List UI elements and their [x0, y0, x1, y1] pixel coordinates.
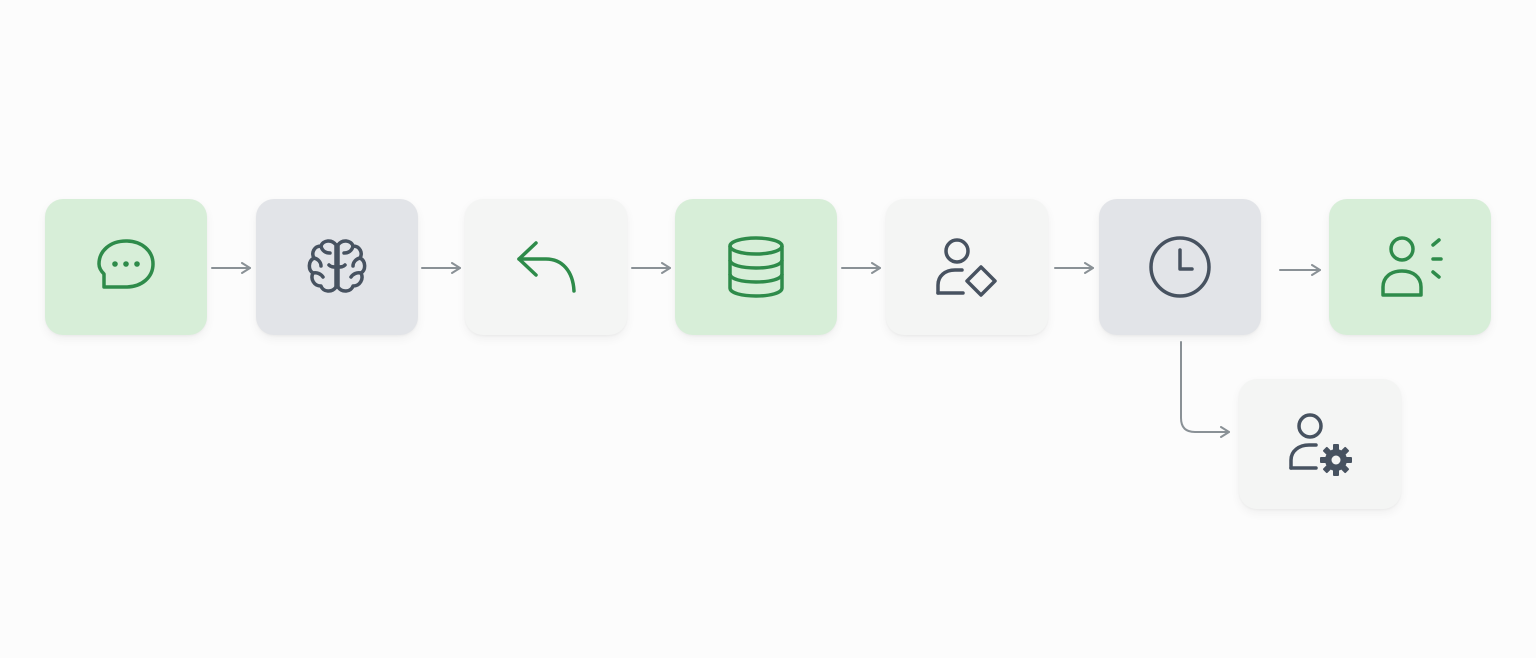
node-user-speaking[interactable]	[1329, 199, 1491, 335]
edge-n6-n8	[1180, 341, 1230, 438]
clock-icon	[1149, 236, 1211, 298]
node-chat[interactable]	[45, 199, 207, 335]
chat-bubble-icon	[97, 239, 155, 289]
node-clock[interactable]	[1099, 199, 1261, 335]
node-user-settings[interactable]	[1239, 379, 1401, 509]
node-reply[interactable]	[465, 199, 627, 335]
node-user-tag[interactable]	[886, 199, 1048, 335]
user-settings-icon	[1289, 413, 1352, 476]
user-speaking-icon	[1381, 236, 1443, 297]
node-brain[interactable]	[256, 199, 418, 335]
brain-icon	[307, 239, 367, 293]
user-tag-icon	[936, 238, 997, 297]
node-database[interactable]	[675, 199, 837, 335]
database-icon	[728, 236, 784, 298]
reply-arrow-icon	[517, 241, 576, 293]
